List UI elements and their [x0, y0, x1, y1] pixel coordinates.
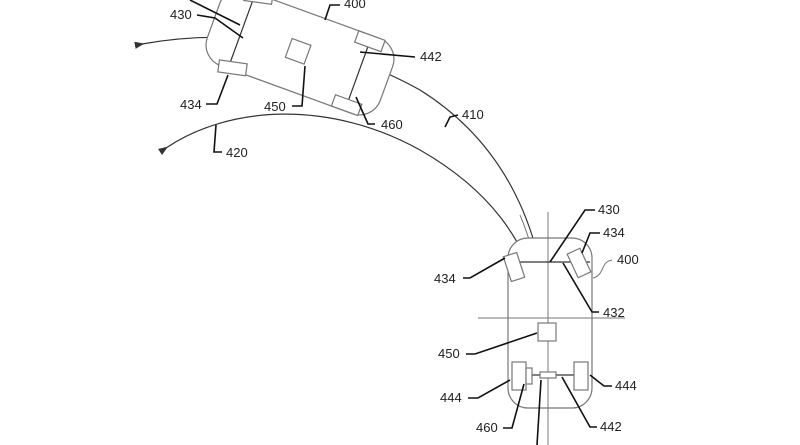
- leader: [562, 262, 599, 313]
- front-wheel: [217, 59, 248, 77]
- rear-wheel-right: [573, 361, 589, 391]
- label-450: 450: [264, 99, 286, 114]
- leader: [581, 232, 600, 254]
- leader: [463, 257, 506, 279]
- controller-box: [284, 37, 312, 65]
- leader: [213, 124, 222, 153]
- rear-component: [525, 367, 533, 385]
- leader: [444, 114, 459, 128]
- differential: [539, 371, 557, 379]
- leader: [589, 374, 612, 387]
- leader: [292, 65, 306, 107]
- label-450: 450: [438, 346, 460, 361]
- leader: [561, 376, 597, 428]
- front-wheel: [243, 0, 274, 6]
- leader: [355, 96, 375, 125]
- front-axle: [229, 0, 254, 63]
- leader: [536, 379, 542, 445]
- label-420: 420: [226, 145, 248, 160]
- front-wheel-right: [566, 247, 592, 279]
- rear-wheel: [353, 30, 386, 53]
- label-434: 434: [180, 97, 202, 112]
- label-430: 430: [598, 202, 620, 217]
- label-442: 442: [600, 419, 622, 434]
- front-wheel-left: [502, 251, 526, 283]
- leader: [359, 51, 416, 58]
- leader: [196, 14, 244, 39]
- label-400: 400: [617, 252, 639, 267]
- label-430: 430: [170, 7, 192, 22]
- label-442: 442: [420, 49, 442, 64]
- label-444: 444: [615, 378, 637, 393]
- label-400: 400: [344, 0, 366, 11]
- label-410: 410: [462, 107, 484, 122]
- label-460: 460: [381, 117, 403, 132]
- top-vehicle: [205, 0, 395, 117]
- label-432: 432: [603, 305, 625, 320]
- controller-box: [537, 322, 557, 342]
- leader: [592, 259, 613, 279]
- trajectory-420: [158, 113, 541, 301]
- label-460: 460: [476, 420, 498, 435]
- leader: [549, 209, 595, 263]
- rear-wheel: [330, 93, 363, 117]
- label-434: 434: [603, 225, 625, 240]
- label-444: 444: [440, 390, 462, 405]
- leader: [206, 74, 229, 105]
- label-434: 434: [434, 271, 456, 286]
- leader: [324, 4, 340, 21]
- leader: [503, 383, 525, 429]
- leader: [189, 0, 241, 26]
- leader: [468, 379, 511, 399]
- bottom-vehicle: [478, 212, 625, 445]
- leader: [466, 332, 538, 355]
